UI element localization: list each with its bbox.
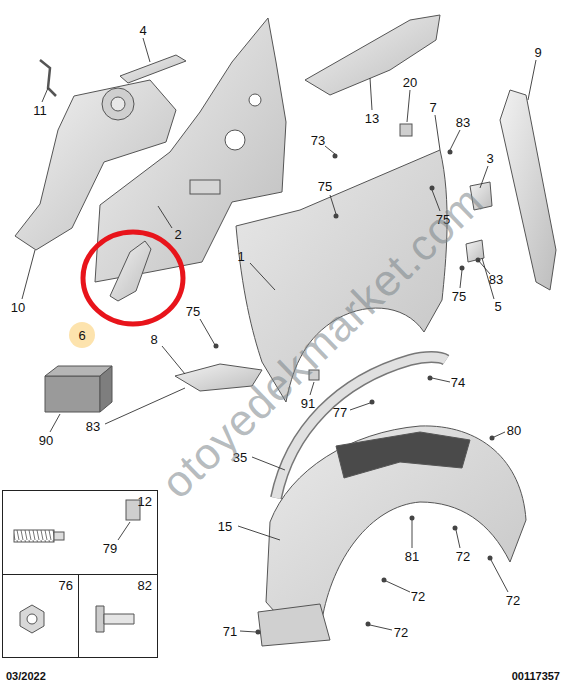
- watermark: otoyedekmarket.com: [153, 178, 490, 506]
- fastener-dots: [460, 266, 465, 271]
- part-outlines: [40, 60, 56, 96]
- part-outlines: [104, 614, 134, 624]
- drawing-reference: 03/2022: [6, 671, 46, 682]
- part-outlines: [190, 180, 220, 194]
- callout-number: 79: [103, 542, 117, 555]
- part-outlines: [20, 605, 44, 633]
- callout-number: 6: [78, 329, 85, 342]
- fastener-dots: [333, 154, 338, 159]
- callout-number: 72: [411, 590, 425, 603]
- callout-number: 75: [452, 290, 466, 303]
- callout-number: 12: [138, 494, 152, 509]
- callout-number: 83: [456, 116, 470, 129]
- callout-number: 1: [237, 250, 244, 263]
- callout-number: 75: [186, 305, 200, 318]
- part-outlines: [500, 90, 556, 290]
- callout-number: 77: [333, 406, 347, 419]
- callout-number: 71: [223, 625, 237, 638]
- callout-number: 5: [494, 300, 501, 313]
- fastener-dots: [453, 526, 458, 531]
- fastener-dots: [428, 376, 433, 381]
- fastener-cell: 82: [78, 574, 158, 658]
- callout-number: 13: [365, 112, 379, 125]
- part-outlines: [100, 366, 112, 412]
- callout-number: 73: [311, 134, 325, 147]
- callout-number: 2: [174, 228, 181, 241]
- part-outlines: [110, 241, 151, 301]
- fastener-dots: [430, 186, 435, 191]
- fastener-dots: [370, 400, 375, 405]
- callout-number: 3: [486, 152, 493, 165]
- callout-number: 72: [394, 626, 408, 639]
- callout-number: 90: [39, 434, 53, 447]
- red-highlight-ring: [83, 232, 183, 324]
- fastener-dots: [334, 214, 339, 219]
- part-outlines: [258, 604, 330, 646]
- callout-number: 4: [139, 24, 146, 37]
- part-outlines: [96, 606, 104, 632]
- part-outlines: [249, 94, 261, 106]
- part-outlines: [225, 130, 245, 150]
- fastener-dots: [410, 516, 415, 521]
- fastener-dots: [488, 556, 493, 561]
- callout-number: 82: [138, 578, 152, 593]
- part-outlines: [336, 432, 470, 478]
- part-outlines: [14, 15, 556, 646]
- part-outlines: [400, 124, 412, 136]
- fastener-dots: [366, 622, 371, 627]
- part-outlines: [111, 97, 125, 111]
- part-outlines: [466, 240, 484, 262]
- part-outlines: [54, 532, 64, 540]
- part-outlines: [27, 614, 37, 624]
- callout-number: 72: [506, 594, 520, 607]
- callout-number: 75: [318, 180, 332, 193]
- callout-number: 10: [11, 301, 25, 314]
- callout-number: 72: [456, 550, 470, 563]
- part-outlines: [120, 55, 186, 83]
- callout-number: 74: [451, 376, 465, 389]
- fastener-dots: [448, 150, 453, 155]
- callout-number: 20: [403, 76, 417, 89]
- part-outlines: [14, 530, 54, 542]
- callout-number: 83: [489, 273, 503, 286]
- callout-number: 76: [59, 578, 73, 593]
- leader-lines: [22, 38, 536, 632]
- fastener-dots: [490, 436, 495, 441]
- part-outlines: [45, 376, 100, 412]
- fastener-dots: [256, 630, 261, 635]
- callout-number: 11: [33, 104, 47, 117]
- callout-number: 8: [150, 333, 157, 346]
- fastener-cell: 76: [2, 574, 79, 658]
- callout-number: 83: [86, 420, 100, 433]
- fastener-dots: [382, 578, 387, 583]
- drawing-reference: 00117357: [512, 671, 560, 682]
- callout-number: 7: [429, 101, 436, 114]
- callout-number: 9: [534, 46, 541, 59]
- fastener-cell: 12: [2, 490, 158, 575]
- callout-number: 80: [507, 424, 521, 437]
- callout-highlight: [69, 322, 95, 348]
- callout-number: 91: [301, 397, 315, 410]
- part-outlines: [305, 15, 440, 95]
- callout-number: 81: [405, 550, 419, 563]
- callout-number: 15: [218, 520, 232, 533]
- part-outlines: [102, 88, 134, 120]
